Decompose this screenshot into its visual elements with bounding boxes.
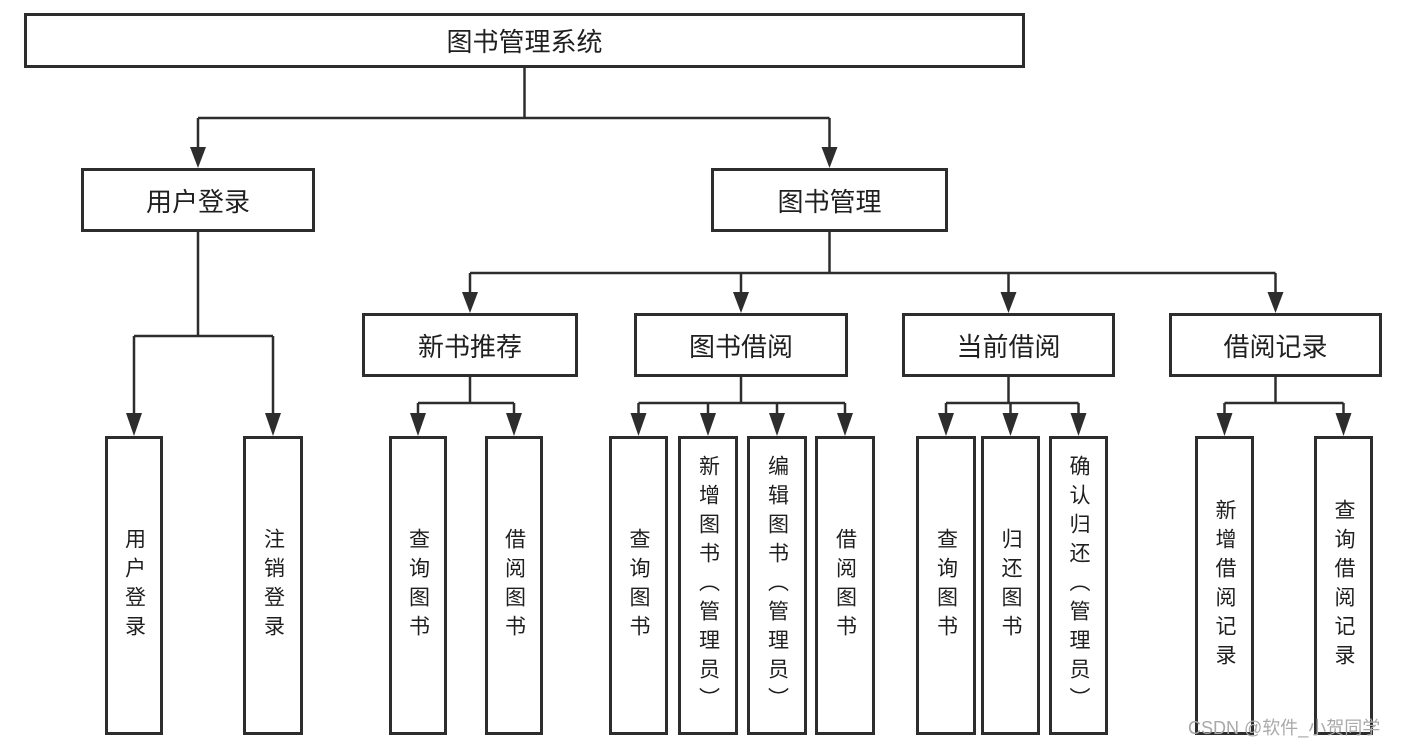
node-label: 编辑图书（管理员） — [765, 455, 789, 716]
node-leaf-query-current-borrow: 查询图书 — [916, 436, 976, 735]
arrowhead — [700, 413, 716, 436]
arrowhead — [1267, 292, 1284, 313]
arrowhead — [1216, 413, 1233, 436]
node-leaf-confirm-return-admin: 确认归还（管理员） — [1049, 436, 1108, 735]
node-label: 查询图书 — [406, 527, 430, 644]
arrowhead — [733, 292, 749, 313]
node-label: 查询借阅记录 — [1332, 498, 1355, 673]
node-leaf-return-book: 归还图书 — [981, 436, 1040, 735]
connector-book-borrow-to-leaves — [630, 377, 853, 436]
node-leaf-borrow-book-recommend: 借阅图书 — [485, 436, 543, 735]
node-label: 当前借阅 — [956, 331, 1061, 362]
watermark: CSDN @软件_小贺同学 — [1188, 718, 1381, 738]
node-label: 图书管理系统 — [446, 27, 603, 57]
arrowhead — [1070, 413, 1087, 436]
arrowhead — [1002, 413, 1019, 436]
node-new-book-recommend: 新书推荐 — [362, 313, 578, 377]
arrowhead — [837, 413, 853, 436]
node-leaf-query-borrow-record: 查询借阅记录 — [1314, 436, 1373, 735]
connector-user-login-to-leaves — [126, 232, 281, 436]
node-label: 新书推荐 — [417, 331, 522, 362]
node-label: 查询图书 — [934, 527, 958, 644]
node-label: 借阅记录 — [1223, 331, 1328, 362]
node-leaf-add-borrow-record: 新增借阅记录 — [1195, 436, 1254, 735]
arrowhead — [265, 413, 281, 436]
node-label: 用户登录 — [145, 186, 250, 217]
arrowhead — [769, 413, 785, 436]
node-label: 图书借阅 — [688, 331, 793, 362]
arrowhead — [190, 147, 206, 168]
node-book-borrow: 图书借阅 — [634, 313, 848, 377]
node-leaf-query-book-recommend: 查询图书 — [389, 436, 447, 735]
node-leaf-edit-book-admin: 编辑图书（管理员） — [747, 436, 807, 735]
arrowhead — [938, 413, 954, 436]
arrowhead — [462, 292, 478, 313]
arrowhead — [506, 413, 522, 436]
node-label: 借阅图书 — [833, 527, 857, 644]
arrowhead — [410, 413, 426, 436]
node-label: 查询图书 — [627, 527, 650, 644]
connector-current-borrow-to-leaves — [938, 377, 1087, 436]
node-borrow-record: 借阅记录 — [1169, 313, 1382, 377]
arrowhead — [126, 413, 142, 436]
node-label: 新增借阅记录 — [1213, 498, 1236, 673]
node-label: 确认归还（管理员） — [1067, 455, 1090, 716]
node-leaf-add-book-admin: 新增图书（管理员） — [678, 436, 738, 735]
connector-borrow-record-to-leaves — [1216, 377, 1352, 436]
arrowhead — [1335, 413, 1352, 436]
node-label: 注销登录 — [261, 527, 285, 644]
node-label: 归还图书 — [999, 527, 1022, 644]
arrowhead — [630, 413, 647, 436]
node-label: 借阅图书 — [502, 527, 526, 644]
node-label: 用户登录 — [122, 527, 146, 644]
connector-new-book-to-leaves — [410, 377, 522, 436]
node-leaf-borrow-book: 借阅图书 — [815, 436, 875, 735]
node-book-management: 图书管理 — [711, 168, 948, 232]
connector-root-to-level2 — [190, 68, 838, 168]
node-leaf-query-book-borrow: 查询图书 — [609, 436, 668, 735]
node-library-management-system: 图书管理系统 — [24, 13, 1025, 68]
node-label: 图书管理 — [777, 186, 882, 217]
arrowhead — [821, 147, 838, 168]
node-label: 新增图书（管理员） — [696, 455, 720, 716]
node-user-login: 用户登录 — [81, 168, 315, 232]
node-leaf-user-login: 用户登录 — [105, 436, 163, 735]
node-leaf-logout: 注销登录 — [243, 436, 303, 735]
node-current-borrow: 当前借阅 — [902, 313, 1115, 377]
arrowhead — [1000, 292, 1017, 313]
connector-book-mgmt-to-level3 — [462, 232, 1284, 313]
